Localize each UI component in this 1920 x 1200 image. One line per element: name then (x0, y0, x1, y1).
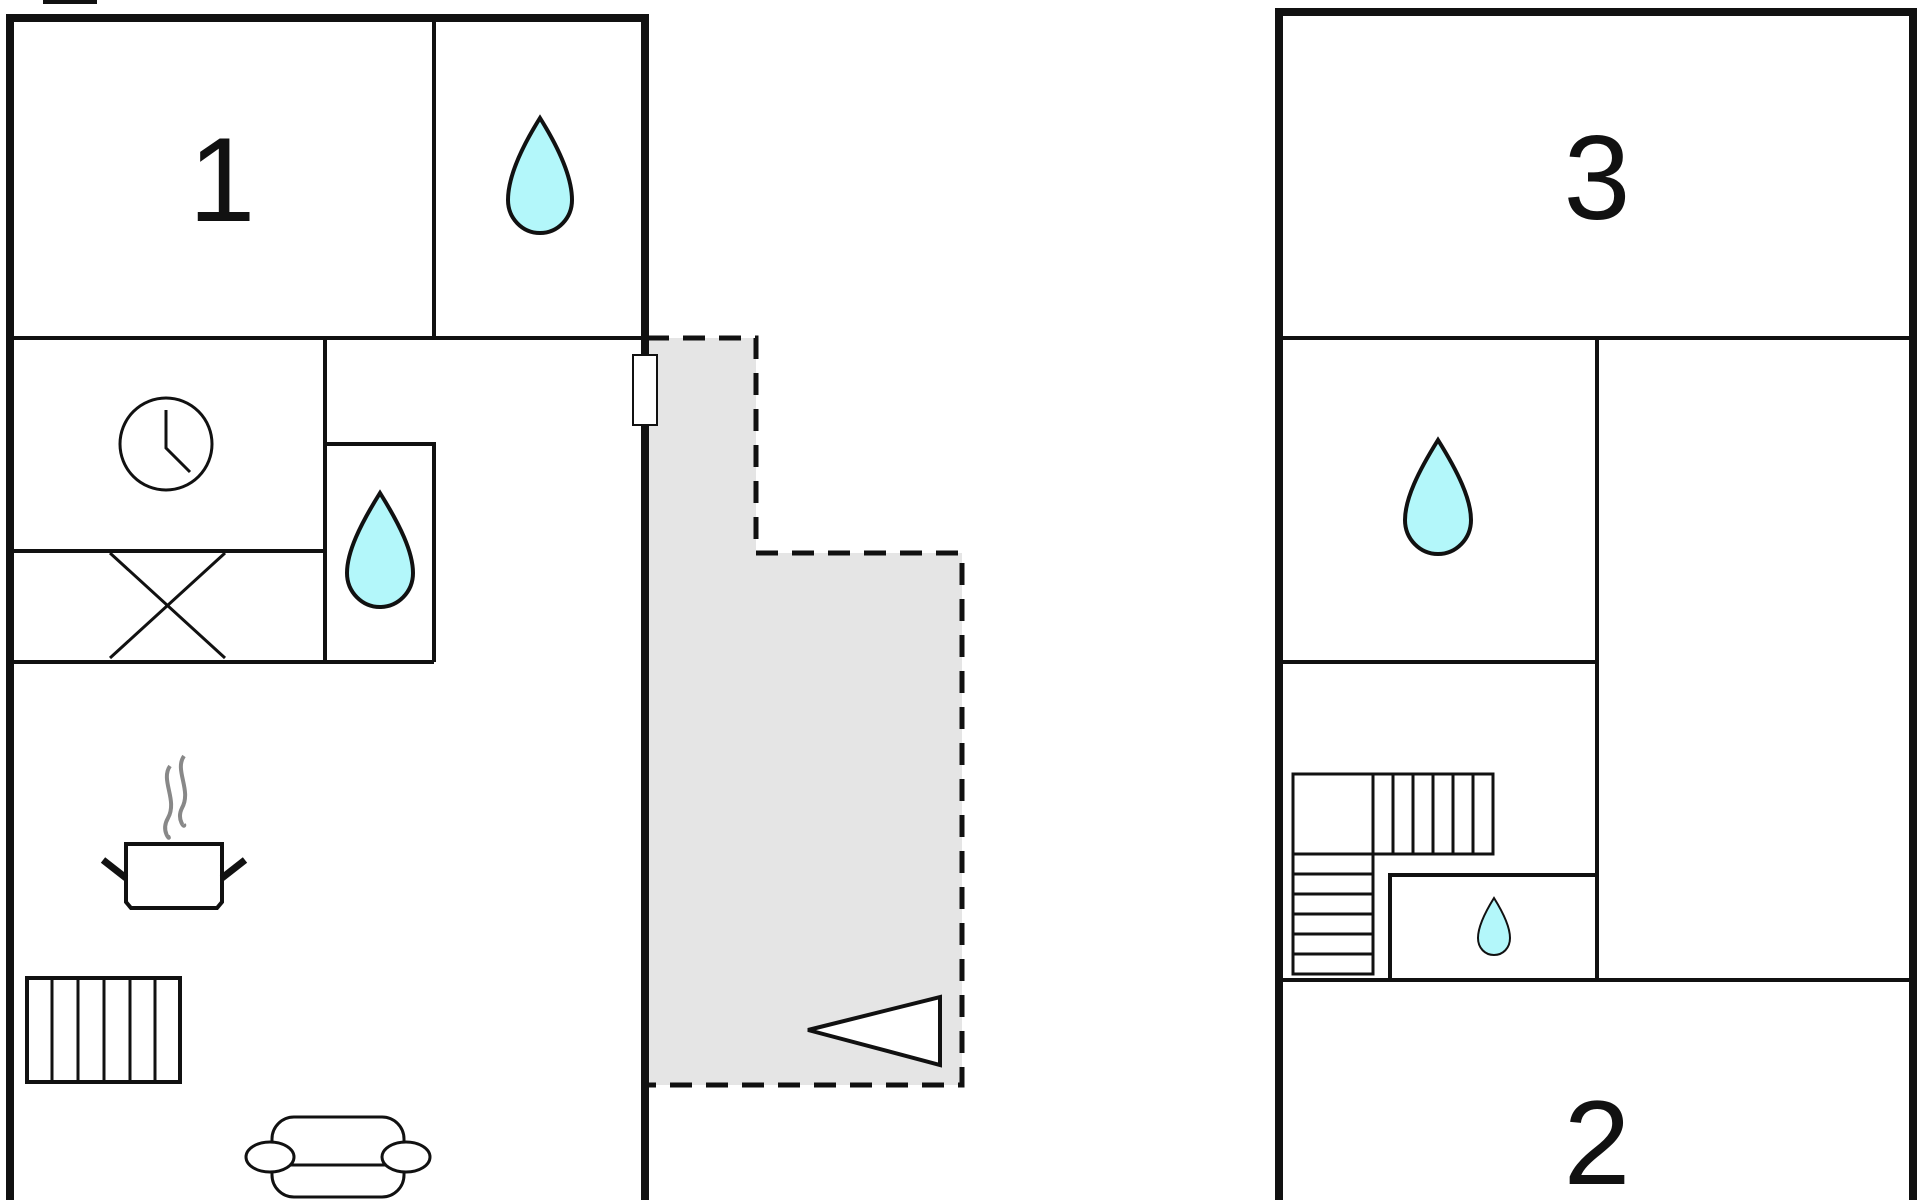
upper-outer-wall (1275, 8, 1917, 1200)
room-label-1: 1 (189, 113, 256, 247)
upper-floor-plan: 3 2 (1275, 8, 1917, 1200)
sofa-icon (244, 1115, 432, 1199)
terrace-dashed-border (647, 335, 965, 1088)
radiator-icon (25, 976, 182, 1084)
room-label-2: 2 (1564, 1076, 1631, 1200)
water-drop-icon (505, 114, 575, 236)
water-drop-icon (1402, 436, 1474, 557)
cooking-pot-icon (100, 754, 248, 910)
x-cross-icon (108, 551, 227, 660)
staircase-icon (1291, 772, 1495, 976)
terrace-area (647, 338, 962, 1085)
ground-outer-wall (6, 14, 649, 1200)
clock-icon (118, 396, 214, 492)
water-drop-icon (344, 489, 416, 610)
room-label-3: 3 (1564, 111, 1631, 245)
interior-wall (325, 442, 436, 662)
ground-floor-plan: 1 (6, 0, 965, 1200)
terrace-marker-icon (807, 994, 942, 1068)
interior-wall (1388, 873, 1597, 980)
water-drop-icon (1476, 896, 1512, 957)
door-icon (632, 354, 658, 426)
